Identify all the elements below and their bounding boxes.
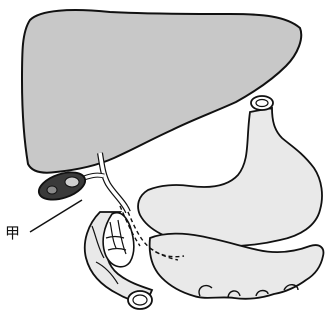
callout-line <box>30 200 82 232</box>
callout-label: 甲 <box>5 224 20 242</box>
